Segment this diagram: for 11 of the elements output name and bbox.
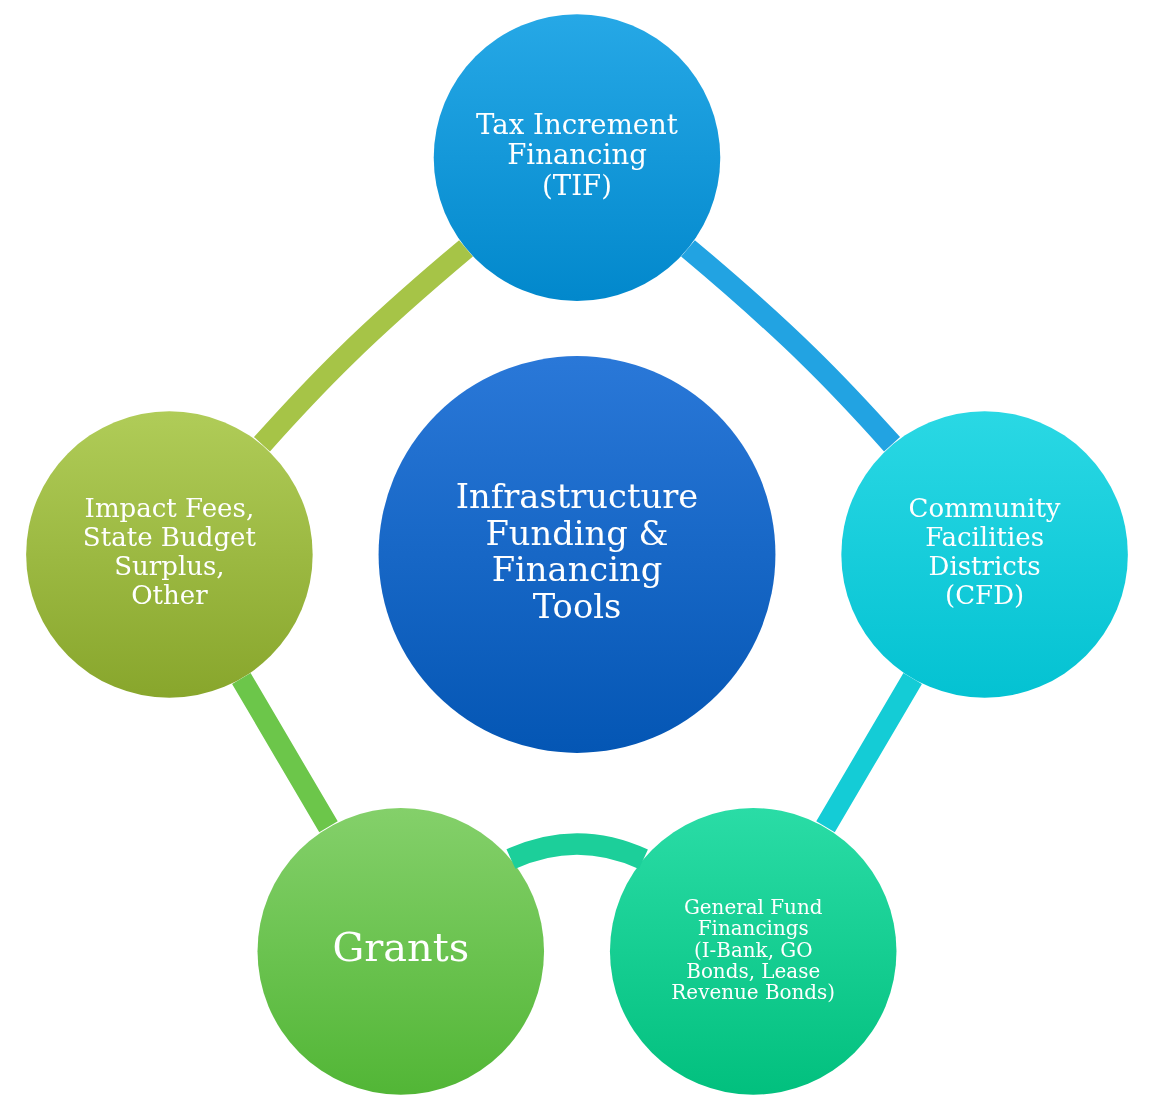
node-circle: Impact Fees, State Budget Surplus, Other — [25, 411, 313, 698]
node-circle: Community Facilities Districts (CFD) — [840, 411, 1128, 698]
node-circle: Grants — [257, 808, 544, 1095]
connector — [815, 673, 922, 833]
node-circle: Infrastructure Funding & Financing Tools — [378, 356, 775, 753]
connector — [506, 833, 648, 870]
node-circle: General Fund Financings (I-Bank, GO Bonds, Lease Revenue Bonds) — [609, 808, 896, 1095]
node-circle: Tax Increment Financing (TIF) — [433, 14, 720, 301]
connector — [253, 240, 473, 452]
connector — [680, 240, 900, 452]
connector — [231, 673, 338, 833]
